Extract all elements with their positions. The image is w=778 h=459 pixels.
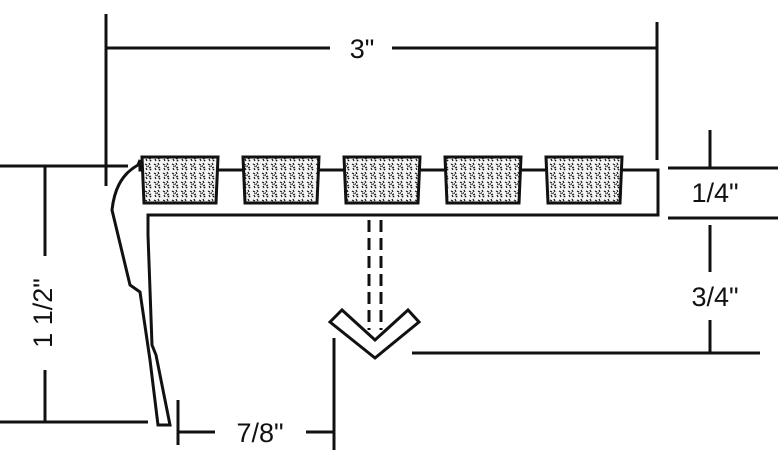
grit-insert (241, 155, 321, 205)
nose-depth-label: 7/8" (236, 418, 283, 448)
dimension-nose-height: 1 1/2" (0, 164, 148, 424)
dimension-insert-thickness: 1/4" (668, 130, 778, 220)
grit-insert (342, 155, 422, 205)
dimension-nose-depth: 7/8" (176, 338, 336, 450)
grit-insert (443, 155, 523, 205)
grit-inserts (140, 155, 624, 205)
grit-insert (140, 155, 220, 205)
insert-thickness-label: 1/4" (691, 178, 738, 208)
down-arrow-icon (327, 220, 422, 360)
nose-height-label: 1 1/2" (28, 278, 58, 348)
width-top-label: 3" (350, 34, 375, 64)
grit-insert (544, 155, 624, 205)
dimension-insert-depth: 3/4" (412, 225, 760, 355)
insert-depth-label: 3/4" (691, 282, 738, 312)
dimension-width-top: 3" (104, 14, 659, 186)
